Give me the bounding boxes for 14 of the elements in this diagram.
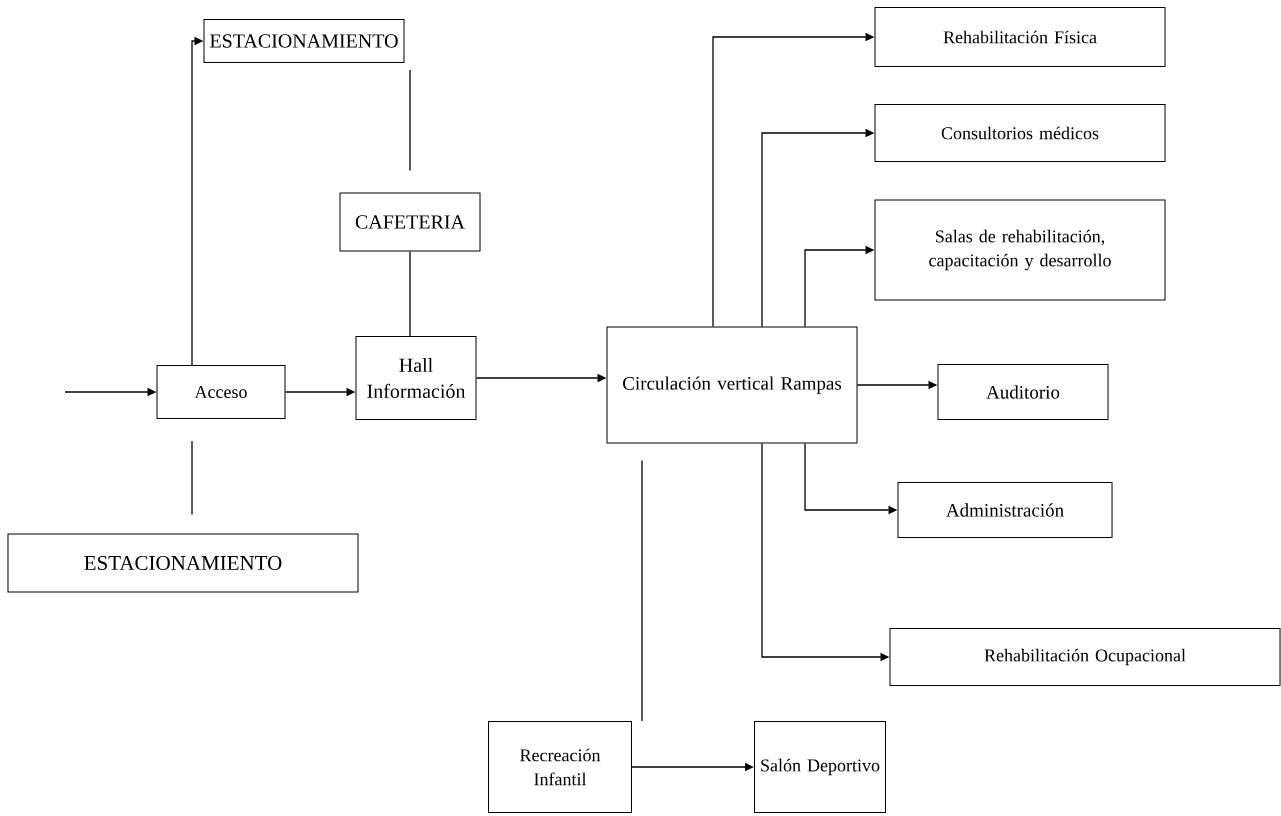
room-box: CAFETERIA xyxy=(339,192,481,252)
room-box: ESTACIONAMIENTO xyxy=(203,19,405,63)
room-box: Rehabilitación Ocupacional xyxy=(889,628,1281,686)
room-box: Circulación vertical Rampas xyxy=(606,326,858,444)
room-box: Salas de rehabilitación, capacitación y desarrollo xyxy=(874,199,1166,301)
room-box: ESTACIONAMIENTO xyxy=(7,533,359,593)
room-box: Auditorio xyxy=(937,364,1109,420)
room-box: Administración xyxy=(897,482,1113,538)
room-box: Salón Deportivo xyxy=(754,721,886,813)
room-box: Acceso xyxy=(156,365,286,419)
room-box: Rehabilitación Física xyxy=(874,7,1166,67)
room-box: Consultorios médicos xyxy=(874,104,1166,162)
room-box: Hall Información xyxy=(355,336,477,420)
room-box: Recreación Infantil xyxy=(488,721,632,813)
